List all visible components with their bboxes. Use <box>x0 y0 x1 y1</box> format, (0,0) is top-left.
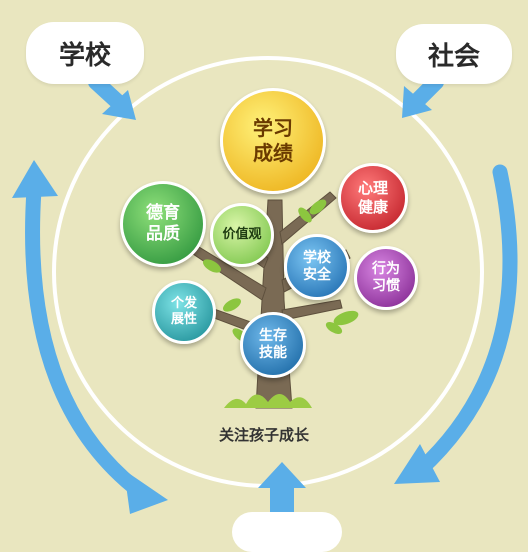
diagram-stage: 学校 社会 学习 成绩 心理 健康 德育 品质 价值观 学校 安全 行为 习惯 … <box>12 22 518 552</box>
right-arrow-head <box>394 444 440 484</box>
life-skills-bubble: 生存 技能 <box>240 312 306 378</box>
society-cloud: 社会 <box>396 24 512 84</box>
left-arrow-head-down <box>124 470 168 514</box>
moral-label: 德育 品质 <box>146 202 180 244</box>
school-arrow-head <box>102 90 136 120</box>
school-cloud: 学校 <box>26 22 144 84</box>
values-label: 价值观 <box>222 226 262 242</box>
moral-bubble: 德育 品质 <box>120 181 206 267</box>
personality-label: 个发 展性 <box>170 295 197 327</box>
school-safety-bubble: 学校 安全 <box>284 234 350 300</box>
personality-bubble: 个发 展性 <box>152 280 216 344</box>
caption: 关注孩子成长 <box>218 426 309 444</box>
school-safety-label: 学校 安全 <box>303 249 331 284</box>
right-curve-arrow <box>412 164 518 478</box>
school-label: 学校 <box>58 40 111 71</box>
left-curve-arrow <box>25 182 148 500</box>
society-arrow-head <box>402 86 432 118</box>
academic-bubble: 学习 成绩 <box>220 88 326 194</box>
mental-health-label: 心理 健康 <box>357 179 388 216</box>
society-label: 社会 <box>427 41 480 72</box>
values-bubble: 价值观 <box>210 203 274 267</box>
bottom-cloud <box>232 512 342 552</box>
left-arrow-head-up <box>12 160 58 198</box>
mental-health-bubble: 心理 健康 <box>338 163 408 233</box>
academic-label: 学习 成绩 <box>253 116 293 165</box>
grass <box>224 394 312 408</box>
society-arrow <box>408 74 444 110</box>
behavior-habits-bubble: 行为 习惯 <box>354 246 418 310</box>
school-arrow <box>88 74 128 112</box>
behavior-habits-label: 行为 习惯 <box>372 260 400 295</box>
life-skills-label: 生存 技能 <box>259 327 287 362</box>
bottom-arrow-head <box>258 462 306 488</box>
